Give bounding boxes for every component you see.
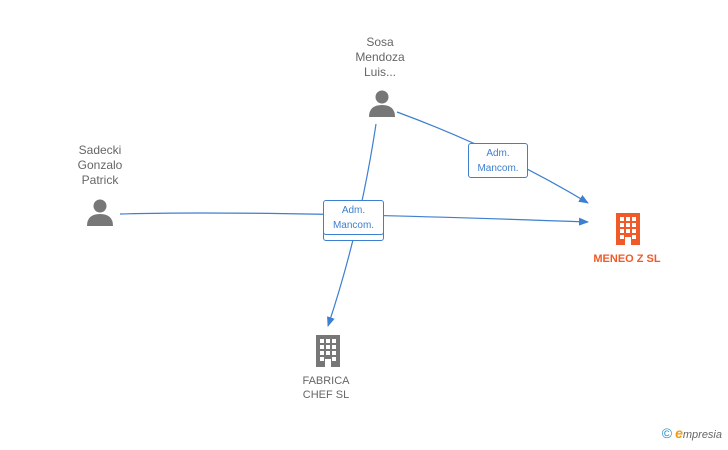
label-line: MENEO Z SL [593,253,661,265]
label-line: Sosa [366,35,394,49]
label-line: Patrick [81,173,119,187]
person-icon[interactable] [367,88,397,118]
label-line: Mancom. [477,163,519,174]
label-line: Adm. [486,148,510,159]
label-line: Mendoza [355,50,405,64]
company-label-fabrica[interactable]: FABRICA CHEF SL [271,374,381,402]
building-icon[interactable] [312,333,344,369]
brand-watermark: © empresia [662,425,722,441]
person-label-sadecki[interactable]: Sadecki Gonzalo Patrick [55,143,145,188]
label-line: Adm. [341,205,366,216]
copyright-icon: © [661,425,673,441]
building-icon[interactable] [612,211,644,247]
person-icon[interactable] [85,197,115,227]
edge-sadecki-meneo [119,212,589,226]
label-line: Mancom. [332,220,375,231]
label-line: Gonzalo [77,158,123,172]
label-line: FABRICA [302,375,350,387]
brand-initial: e [675,425,683,441]
brand-name: mpresia [682,429,722,441]
label-line: Luis... [363,65,396,79]
edge-label-role[interactable]: Adm. Mancom. [323,200,384,235]
person-label-sosa[interactable]: Sosa Mendoza Luis... [335,35,425,80]
edge-label-role[interactable]: Adm. Mancom. [468,143,528,178]
label-line: CHEF SL [302,389,350,401]
label-line: Sadecki [78,143,122,157]
company-label-meneo[interactable]: MENEO Z SL [572,252,682,266]
